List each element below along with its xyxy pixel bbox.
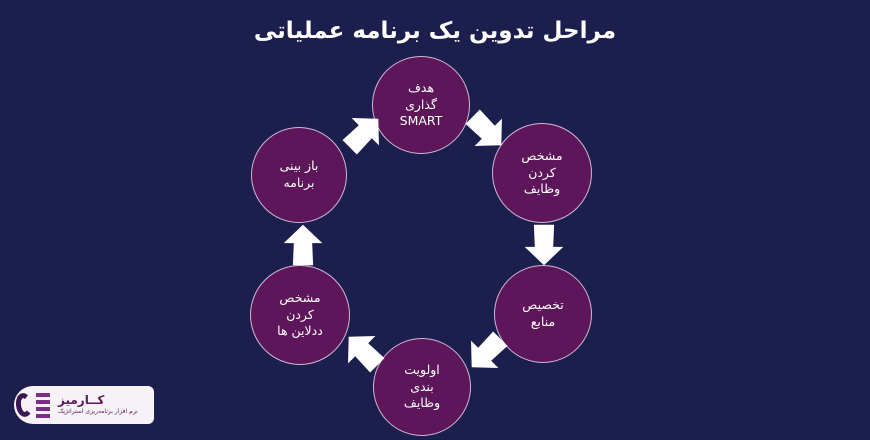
arrow-up-icon (280, 222, 326, 268)
cycle-node-label: مشخص کردن ددلاین ها (277, 289, 323, 339)
logo-tagline: نرم افزار برنامه‌ریزی استراتژیک (58, 408, 138, 416)
brand-logo[interactable]: کــارمیز نرم افزار برنامه‌ریزی استراتژیک (14, 386, 154, 424)
logo-mark-icon (14, 386, 56, 424)
logo-name: کــارمیز (58, 393, 105, 407)
cycle-node-label: اولویت بندی وظایف (403, 361, 441, 411)
arrow-down-right-icon (454, 98, 519, 163)
logo-bar-icon (36, 414, 50, 418)
cycle-node-prioritize-tasks[interactable]: اولویت بندی وظایف (373, 338, 471, 436)
cycle-node-label: هدف گذاری SMART (399, 79, 443, 129)
arrow-up-right-icon (331, 100, 396, 165)
arrow-down-left-icon (453, 320, 518, 385)
cycle-node-define-deadlines[interactable]: مشخص کردن ددلاین ها (250, 265, 350, 365)
cycle-node-goal-setting-smart[interactable]: هدف گذاری SMART (372, 56, 470, 154)
page-title: مراحل تدوین یک برنامه عملیاتی (253, 18, 617, 44)
cycle-node-define-tasks[interactable]: مشخص کردن وظایف (492, 123, 592, 223)
cycle-node-label: باز بینی برنامه (279, 158, 319, 190)
cycle-node-review-plan[interactable]: باز بینی برنامه (251, 127, 347, 223)
arrow-up-left-icon (330, 318, 395, 383)
cycle-node-label: تخصیص منابع (522, 297, 564, 329)
logo-bar-icon (36, 407, 50, 411)
arrow-down-icon (521, 222, 567, 268)
cycle-node-allocate-resources[interactable]: تخصیص منابع (494, 265, 592, 363)
cycle-node-label: مشخص کردن وظایف (521, 147, 563, 197)
logo-bar-icon (36, 400, 50, 404)
logo-text-block: کــارمیز نرم افزار برنامه‌ریزی استراتژیک (56, 393, 154, 416)
logo-bar-icon (36, 393, 50, 397)
logo-c-shape-icon (14, 392, 34, 418)
